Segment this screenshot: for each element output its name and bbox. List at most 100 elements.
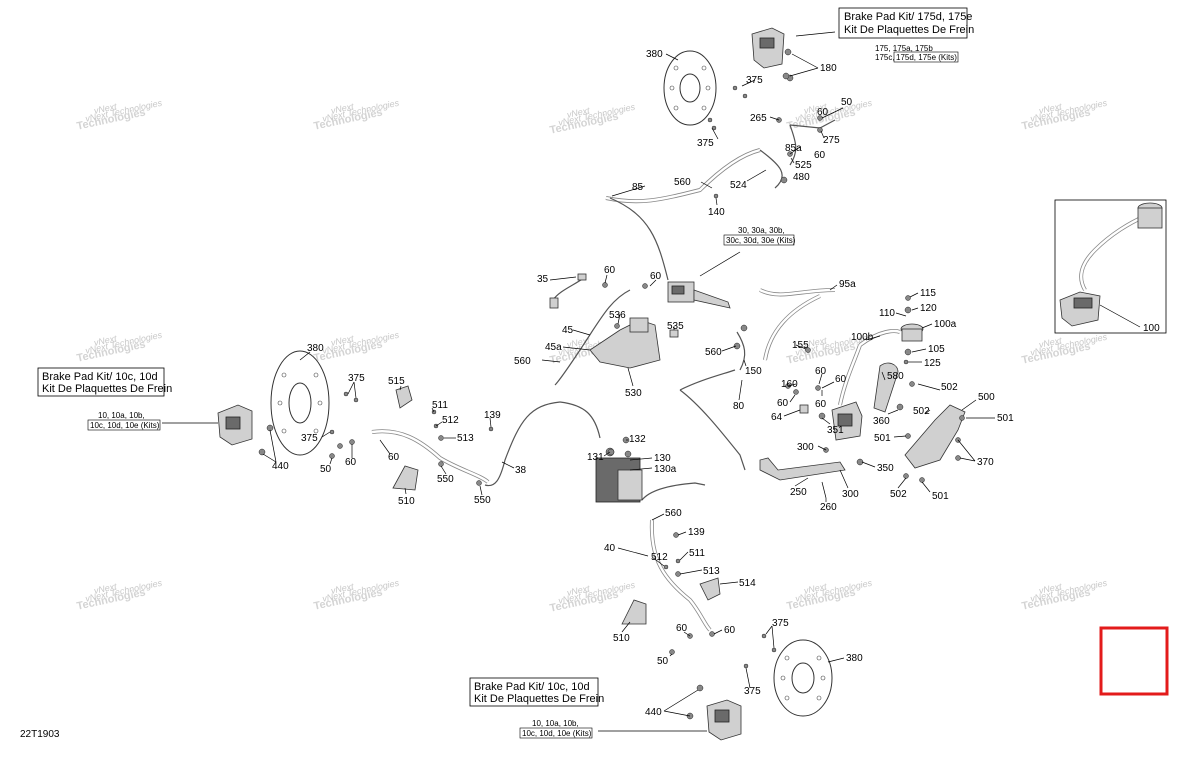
callout: 513 bbox=[457, 433, 474, 444]
bolt-502c bbox=[903, 473, 909, 479]
brake-disc-vent-hole bbox=[784, 655, 790, 661]
watermark: vNext Technologies vNext Technologies bbox=[76, 98, 164, 133]
callout: 300 bbox=[797, 442, 814, 453]
callout: 380 bbox=[846, 653, 863, 664]
leader-line bbox=[924, 409, 931, 415]
clip-513b bbox=[675, 571, 681, 577]
callout: 250 bbox=[790, 487, 807, 498]
kit-box-title: Brake Pad Kit/ 175d, 175e bbox=[844, 11, 972, 23]
callout: 139 bbox=[688, 527, 705, 538]
leader-line bbox=[839, 469, 849, 489]
bolt-275 bbox=[817, 127, 823, 133]
leader-line bbox=[794, 477, 809, 487]
leader-line bbox=[861, 461, 876, 468]
brake-disc-vent-hole bbox=[673, 105, 679, 111]
bolt-375 bbox=[732, 85, 738, 91]
leader-line bbox=[621, 621, 631, 633]
leader-line bbox=[572, 329, 591, 336]
leader-line bbox=[765, 625, 775, 649]
callout: 60 bbox=[777, 398, 789, 409]
sensor-35 bbox=[577, 273, 587, 281]
kit-box-title: Brake Pad Kit/ 10c, 10d bbox=[474, 681, 590, 693]
callout: 510 bbox=[398, 496, 415, 507]
brake-disc-hub bbox=[679, 73, 701, 103]
leader-line bbox=[787, 383, 797, 387]
kit-codes: 30, 30a, 30b, bbox=[738, 226, 785, 235]
kit-codes-frame bbox=[893, 51, 959, 63]
brake-disc-vent-hole bbox=[281, 428, 287, 434]
callout: 60 bbox=[388, 452, 400, 463]
leader-line bbox=[683, 631, 691, 637]
leader-line bbox=[431, 407, 435, 413]
leader-line bbox=[795, 31, 836, 37]
brake-line-38 bbox=[484, 401, 561, 487]
callout: 130a bbox=[654, 464, 677, 475]
nut-480 bbox=[780, 176, 788, 184]
callout: 60 bbox=[835, 374, 847, 385]
screw-125 bbox=[903, 359, 909, 365]
washer-60i bbox=[337, 443, 343, 449]
leader-line bbox=[881, 371, 886, 381]
leader-line bbox=[651, 556, 665, 567]
washer-120 bbox=[904, 306, 912, 314]
leader-line bbox=[379, 439, 391, 455]
callout: 260 bbox=[820, 502, 837, 513]
callout: 139 bbox=[484, 410, 501, 421]
caliper-piston bbox=[759, 37, 775, 49]
callout: 100 bbox=[1143, 323, 1160, 334]
clip-513 bbox=[438, 435, 444, 441]
bolt-375c bbox=[707, 117, 713, 123]
watermark-text: vNext bbox=[93, 333, 118, 348]
washer-60j bbox=[349, 439, 355, 445]
leader-line bbox=[713, 629, 723, 635]
watermark-text: vNext bbox=[93, 581, 118, 596]
abs-bracket-mount bbox=[629, 317, 649, 333]
watermark-group: vNext Technologies vNext Technologies vN… bbox=[76, 98, 1109, 615]
washer-60c bbox=[602, 282, 608, 288]
brake-caliper-top bbox=[751, 27, 794, 82]
watermark-text: vNext bbox=[1038, 581, 1063, 596]
callout: 511 bbox=[689, 548, 705, 559]
bolt-139 bbox=[488, 426, 494, 432]
nut-180b bbox=[782, 72, 790, 80]
bolt-511b bbox=[675, 558, 681, 564]
brake-hose-85-inner bbox=[605, 148, 761, 203]
leader-line bbox=[893, 435, 907, 438]
callout: 515 bbox=[388, 376, 405, 387]
master-cylinder bbox=[667, 281, 748, 332]
leader-line bbox=[789, 394, 796, 403]
brake-disc-rear bbox=[773, 639, 833, 717]
washer-60l bbox=[709, 631, 715, 637]
callout: 38 bbox=[515, 465, 527, 476]
caliper-piston bbox=[225, 416, 241, 430]
leader-line bbox=[329, 457, 333, 465]
leader-line bbox=[321, 431, 331, 438]
callout-numbers: 380 375 180 375 265 50 60 275 60 85a 525… bbox=[272, 49, 1160, 718]
bolt-501b bbox=[905, 433, 911, 439]
brake-pedal-250 bbox=[759, 457, 846, 481]
bracket-514 bbox=[699, 577, 721, 601]
leader-line bbox=[746, 169, 767, 182]
bolt-375d bbox=[711, 125, 717, 131]
callout: 125 bbox=[924, 358, 941, 369]
callout: 500 bbox=[978, 392, 995, 403]
leader-line bbox=[617, 547, 649, 557]
brake-caliper-left bbox=[217, 404, 253, 446]
watermark-text: vNext bbox=[1038, 335, 1063, 350]
highlight-box[interactable] bbox=[1099, 626, 1169, 696]
callout: 160 bbox=[781, 379, 798, 390]
callout: 535 bbox=[667, 321, 684, 332]
caliper-piston bbox=[714, 709, 730, 723]
kit-codes: 10, 10a, 10b, bbox=[98, 411, 145, 420]
leader-line bbox=[479, 485, 483, 496]
callout: 180 bbox=[820, 63, 837, 74]
callout: 511 bbox=[432, 400, 448, 411]
callout: 512 bbox=[442, 415, 459, 426]
kit-box-frame bbox=[838, 7, 968, 39]
watermark: vNext Technologies vNext Technologies bbox=[76, 330, 164, 365]
callout: 560 bbox=[705, 347, 722, 358]
callout: 45 bbox=[562, 325, 574, 336]
callout: 536 bbox=[609, 310, 626, 321]
callout: 370 bbox=[977, 457, 994, 468]
watermark-text: vNext bbox=[330, 333, 355, 348]
